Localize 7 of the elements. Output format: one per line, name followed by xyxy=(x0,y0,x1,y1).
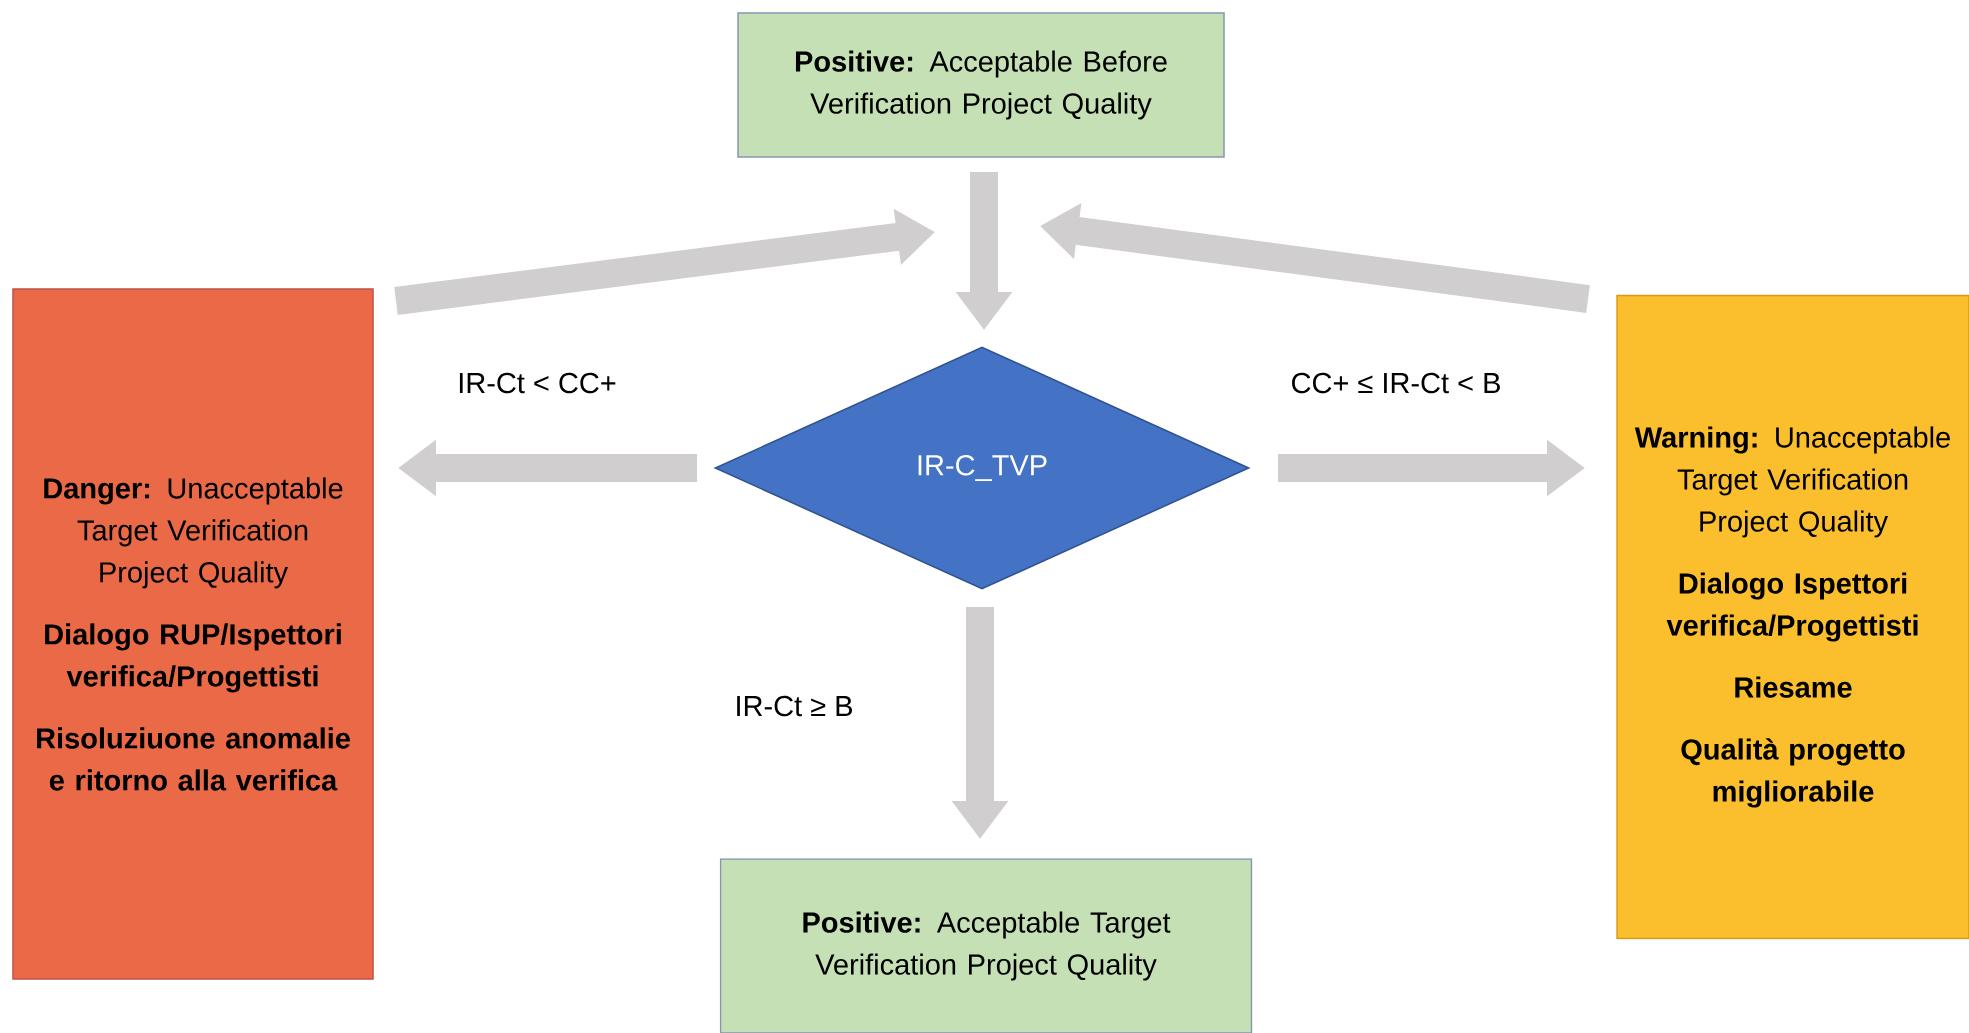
edge-label: IR-Ct ≥ B xyxy=(732,693,856,719)
process-box: Warning: Unacceptable Target Verification Project Quality Dialogo Ispettori verifica/Progettisti Riesame Qualità progetto migliorabile xyxy=(1616,294,1969,940)
edge-label: IR-Ct < CC+ xyxy=(455,370,619,396)
process-box: Danger: Unacceptable Target Verification Project Quality Dialogo RUP/Ispettori verifica/Progettisti Risoluziuone anomalie e ritorno alla verifica xyxy=(12,288,374,980)
process-box: Positive: Acceptable Before Verification Project Quality xyxy=(737,12,1225,158)
process-box: Positive: Acceptable Target Verification Project Quality xyxy=(719,858,1253,1033)
edge-label: CC+ ≤ IR-Ct < B xyxy=(1288,370,1504,396)
